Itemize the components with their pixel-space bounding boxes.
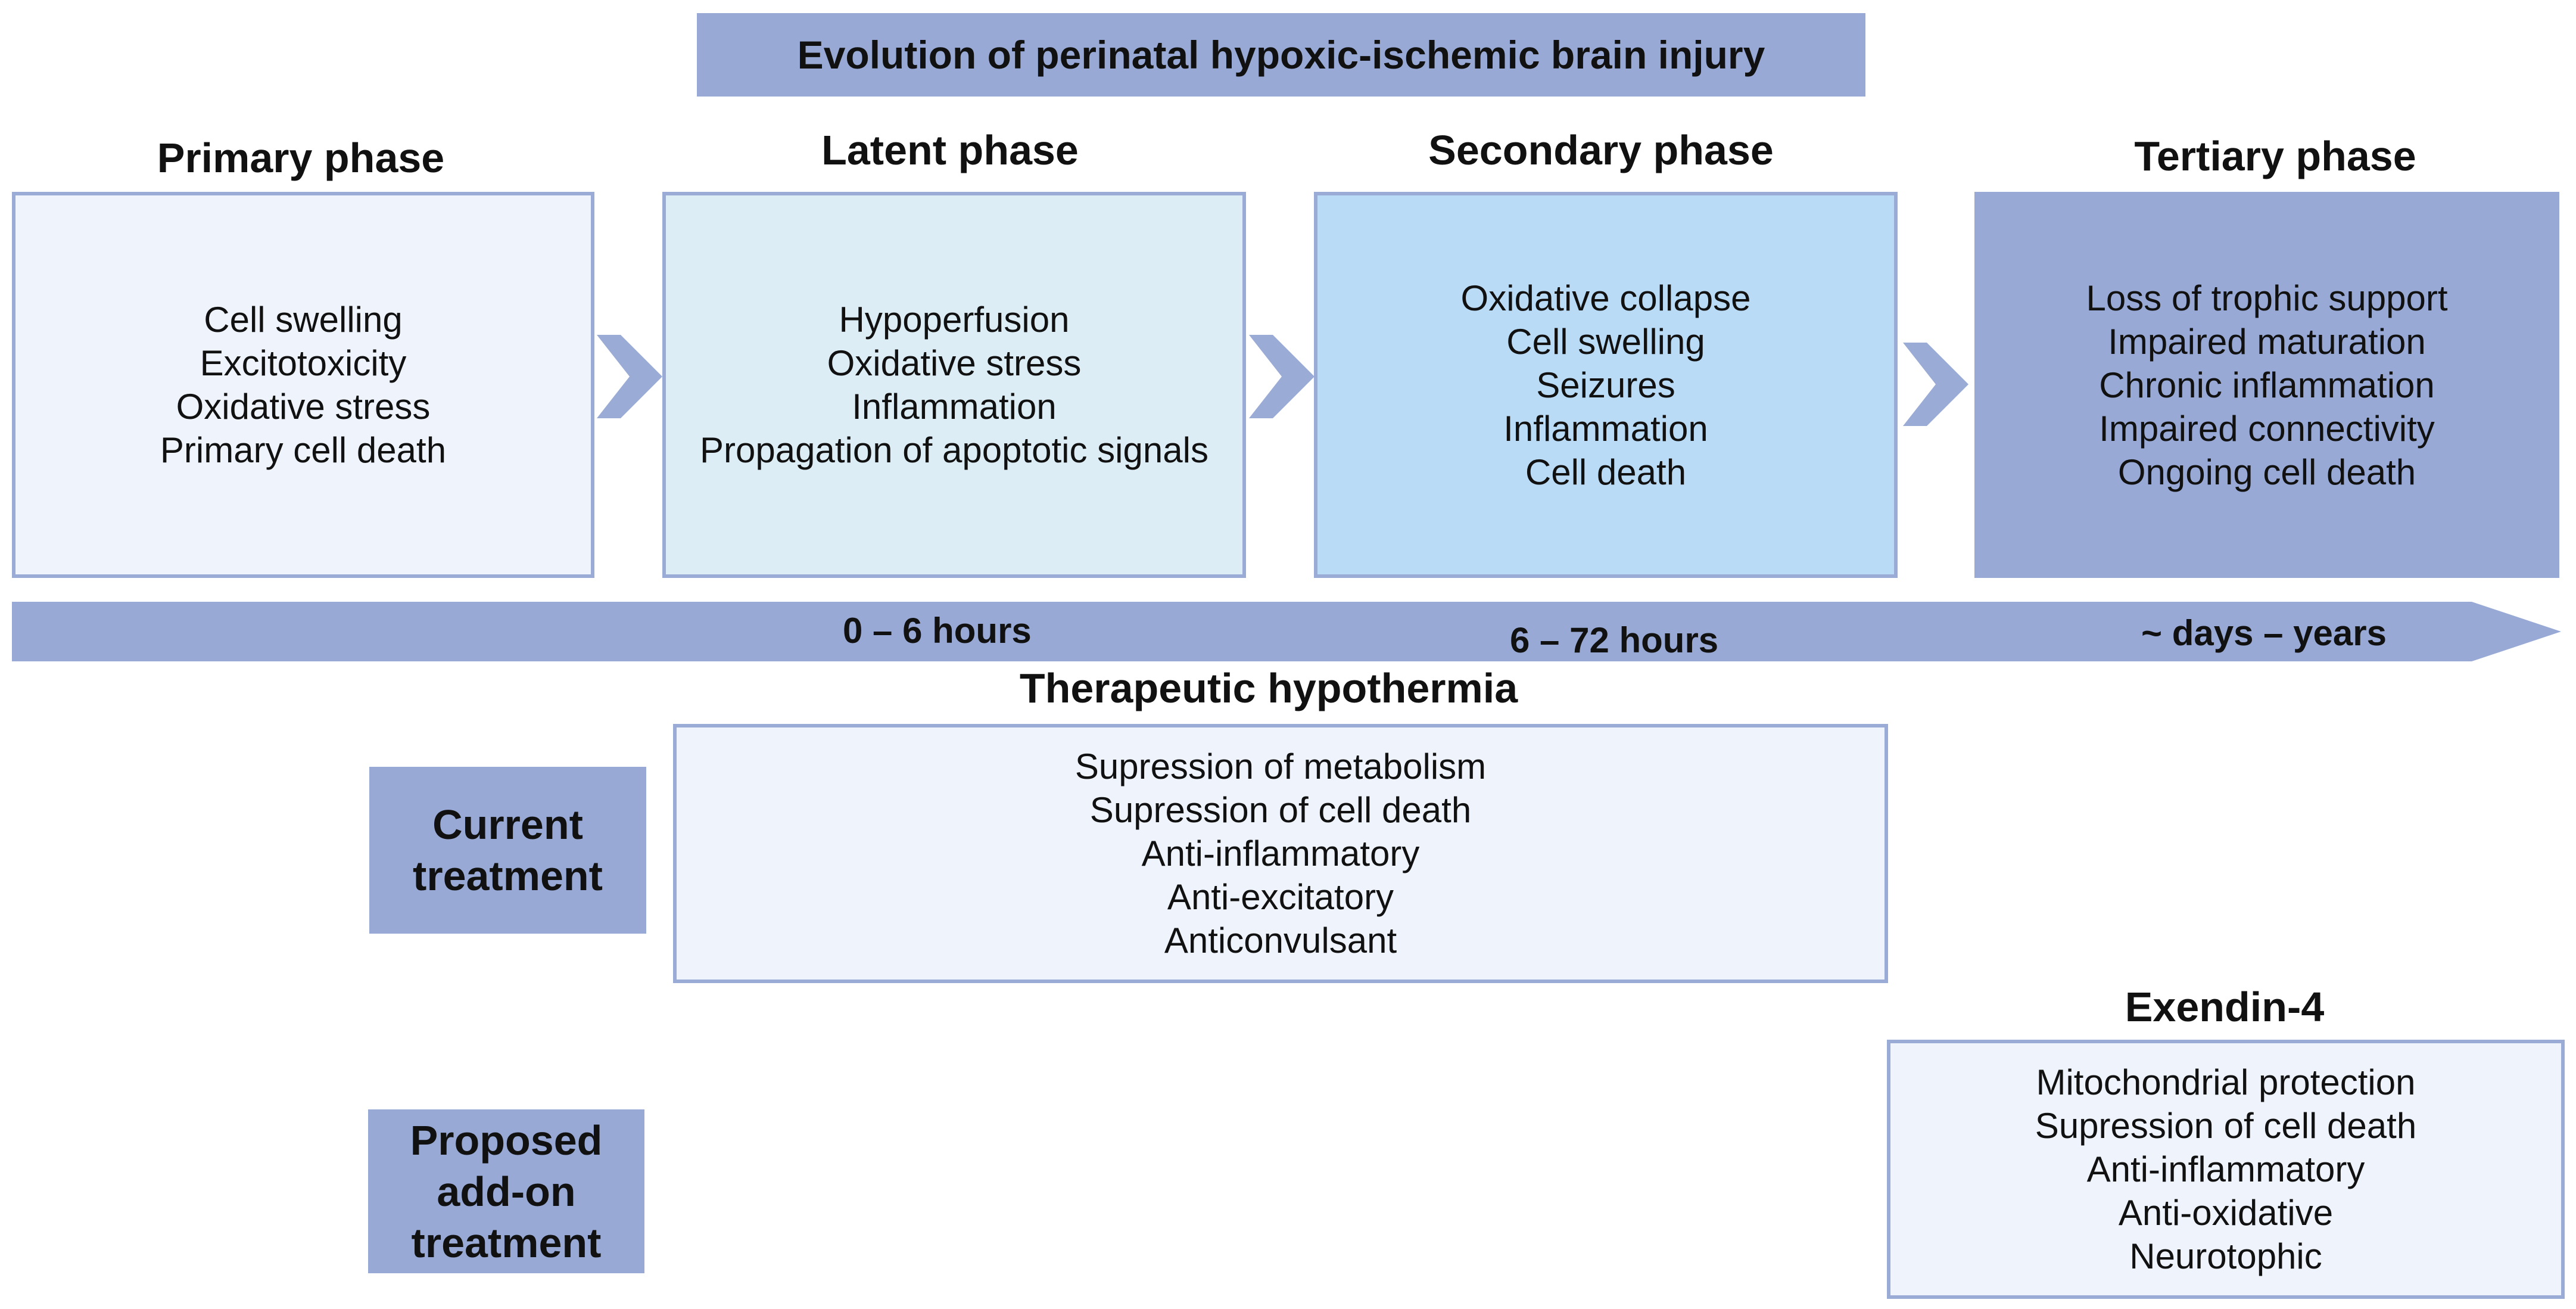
phase-item: Ongoing cell death xyxy=(2117,452,2416,492)
phase-item: Oxidative stress xyxy=(827,343,1082,383)
phase-item: Inflammation xyxy=(852,387,1057,427)
phase-item: Inflammation xyxy=(1503,408,1708,449)
treatment-item: Anti-inflammatory xyxy=(2086,1149,2365,1189)
treatment-item: Anti-inflammatory xyxy=(1141,834,1420,873)
current-treatment-label-line: treatment xyxy=(413,853,603,899)
phase-item: Primary cell death xyxy=(160,430,447,470)
treatment-item: Supression of cell death xyxy=(2035,1106,2417,1146)
phase-box-latent: Hypoperfusion Oxidative stress Inflammat… xyxy=(662,192,1246,578)
proposed-treatment-box: Mitochondrial protection Supression of c… xyxy=(1887,1040,2565,1299)
phase-item: Seizures xyxy=(1536,365,1675,405)
phase-title-tertiary: Tertiary phase xyxy=(2134,133,2416,179)
treatment-item: Anticonvulsant xyxy=(1164,921,1397,960)
current-treatment-label-line: Current xyxy=(432,801,583,848)
therapeutic-hypothermia-title: Therapeutic hypothermia xyxy=(1019,665,1518,711)
phase-item: Chronic inflammation xyxy=(2099,365,2435,405)
exendin-4-title: Exendin-4 xyxy=(2125,984,2325,1030)
phase-item: Propagation of apoptotic signals xyxy=(700,430,1208,470)
phase-title-secondary: Secondary phase xyxy=(1428,127,1774,173)
treatment-item: Supression of cell death xyxy=(1089,790,1472,830)
phase-box-primary: Cell swelling Excitotoxicity Oxidative s… xyxy=(12,192,594,578)
phase-box-tertiary: Loss of trophic support Impaired maturat… xyxy=(1974,192,2559,578)
phase-item: Oxidative stress xyxy=(176,387,431,427)
phase-item: Oxidative collapse xyxy=(1460,278,1751,318)
proposed-treatment-label: Proposed add-on treatment xyxy=(368,1109,644,1273)
diagram-title: Evolution of perinatal hypoxic-ischemic … xyxy=(697,13,1865,97)
chevron-right-icon xyxy=(1249,335,1315,418)
phase-title-latent: Latent phase xyxy=(821,127,1079,173)
treatment-item: Anti-excitatory xyxy=(1167,877,1394,917)
timeline-arrow xyxy=(12,602,2561,661)
treatment-item: Mitochondrial protection xyxy=(2036,1062,2416,1102)
time-label-days-years: ~ days – years xyxy=(2141,613,2387,653)
phase-box-secondary: Oxidative collapse Cell swelling Seizure… xyxy=(1314,192,1898,578)
time-label-6-72-hours: 6 – 72 hours xyxy=(1510,620,1719,660)
treatment-item: Neurotophic xyxy=(2129,1236,2322,1276)
phase-item: Cell death xyxy=(1525,452,1687,492)
phase-item: Loss of trophic support xyxy=(2086,278,2448,318)
phase-title-primary: Primary phase xyxy=(157,135,445,181)
phase-item: Impaired maturation xyxy=(2108,321,2426,362)
phase-item: Impaired connectivity xyxy=(2099,408,2435,449)
phase-item: Excitotoxicity xyxy=(200,343,407,383)
phase-item: Cell swelling xyxy=(1506,321,1705,362)
current-treatment-label: Current treatment xyxy=(369,767,646,934)
time-label-0-6-hours: 0 – 6 hours xyxy=(843,611,1032,651)
proposed-treatment-label-line: Proposed xyxy=(410,1117,603,1164)
treatment-item: Supression of metabolism xyxy=(1074,747,1487,786)
proposed-treatment-label-line: add-on xyxy=(437,1168,576,1215)
phase-item: Hypoperfusion xyxy=(839,300,1070,340)
proposed-treatment-label-line: treatment xyxy=(411,1219,602,1266)
chevron-right-icon xyxy=(1903,343,1968,426)
chevron-right-icon xyxy=(597,335,662,418)
phase-item: Cell swelling xyxy=(204,300,403,340)
current-treatment-box: Supression of metabolism Supression of c… xyxy=(673,724,1888,983)
treatment-item: Anti-oxidative xyxy=(2118,1193,2334,1233)
